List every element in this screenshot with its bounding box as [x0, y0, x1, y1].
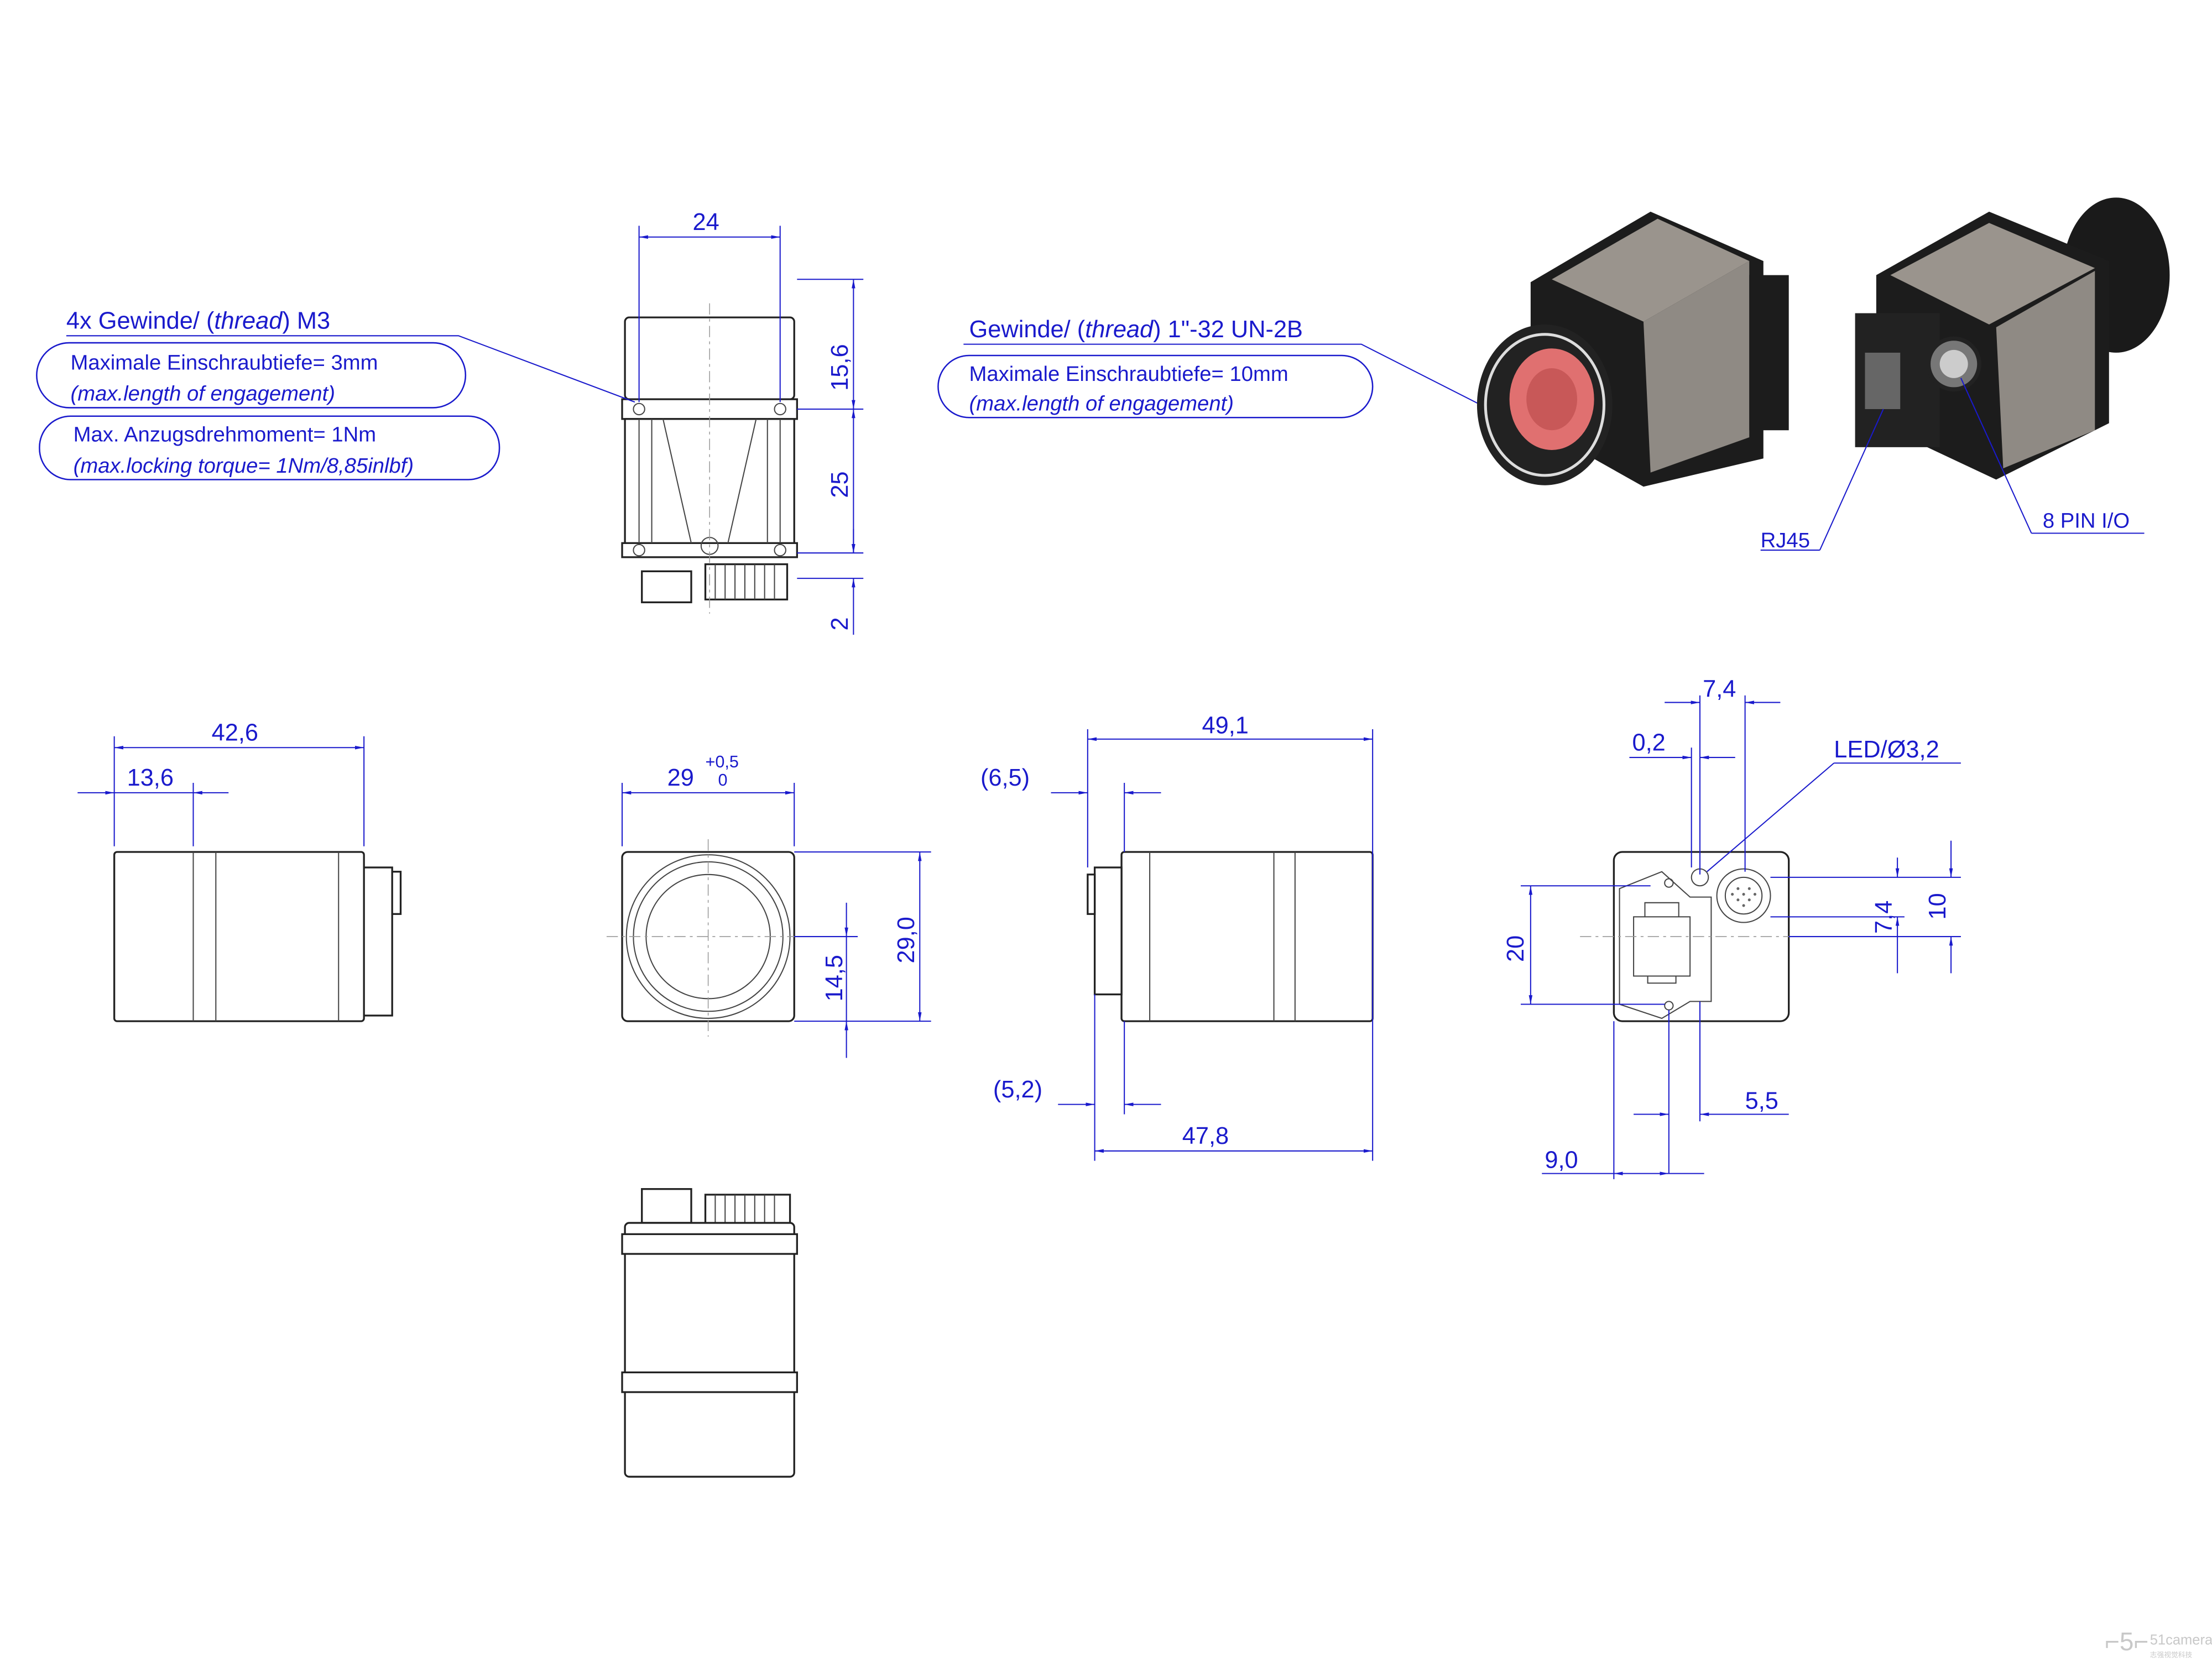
- pin-io-label: 8 PIN I/O: [2043, 509, 2130, 532]
- dim-top-h1: 15,6: [827, 344, 853, 390]
- led-label: LED/Ø3,2: [1834, 736, 1939, 763]
- left-side-view: 42,6 13,6: [77, 719, 402, 1022]
- m3-thread-note: 4x Gewinde/ (thread) M3 Maximale Einschr…: [36, 308, 635, 480]
- dim-side2-conn2: (5,2): [993, 1076, 1042, 1103]
- dim-front-tol-upper: +0,5: [706, 752, 739, 771]
- bottom-view: [621, 1188, 798, 1478]
- dim-top-h3: 2: [827, 617, 853, 630]
- svg-text:Gewinde/ (thread) 1"-32 UN-2B: Gewinde/ (thread) 1"-32 UN-2B: [969, 316, 1303, 343]
- dim-front-tol-lower: 0: [718, 771, 727, 789]
- m3-torque-line2: (max.locking torque= 1Nm/8,85inlbf): [74, 454, 414, 478]
- svg-text:⌐5⌐: ⌐5⌐: [2105, 1627, 2148, 1656]
- front-view: 29 +0,5 0 29,0 14,5: [606, 752, 931, 1058]
- dim-side-length: 42,6: [212, 719, 258, 746]
- dim-back-55: 5,5: [1745, 1087, 1778, 1114]
- m3-depth-line1: Maximale Einschraubtiefe= 3mm: [71, 351, 378, 375]
- lens-thread-italic: thread: [1085, 316, 1154, 343]
- back-view: 7,4 0,2 LED/Ø3,2 20 7,4 10 5,5 9,0: [1503, 676, 1961, 1179]
- dim-top-h2: 25: [827, 471, 853, 498]
- dim-back-90: 9,0: [1545, 1147, 1578, 1173]
- lens-thread-note: Gewinde/ (thread) 1"-32 UN-2B Maximale E…: [937, 316, 1545, 438]
- lens-thread-suffix: ) 1"-32 UN-2B: [1153, 316, 1303, 343]
- watermark-logo: ⌐5⌐ 51camera 志强视觉科技: [2105, 1627, 2212, 1659]
- svg-text:志强视觉科技: 志强视觉科技: [2150, 1651, 2193, 1659]
- m3-thread-prefix: 4x Gewinde/ (: [66, 308, 215, 334]
- m3-torque-line1: Max. Anzugsdrehmoment= 1Nm: [74, 423, 376, 447]
- dim-side2-body: 47,8: [1182, 1123, 1229, 1149]
- m3-thread-suffix: ) M3: [282, 308, 330, 334]
- dim-side2-total: 49,1: [1202, 713, 1248, 739]
- lens-depth-line2: (max.length of engagement): [969, 392, 1234, 416]
- dim-top-width: 24: [693, 209, 719, 236]
- dim-back-02: 0,2: [1632, 729, 1666, 756]
- top-view: [621, 303, 798, 614]
- dim-side2-conn: (6,5): [980, 765, 1030, 791]
- m3-thread-italic: thread: [214, 308, 283, 334]
- dim-back-20: 20: [1503, 935, 1529, 962]
- dim-back-74-right: 7,4: [1871, 901, 1897, 934]
- lens-thread-prefix: Gewinde/ (: [969, 316, 1086, 343]
- right-side-view: 49,1 (6,5) (5,2) 47,8: [980, 713, 1374, 1161]
- m3-depth-line2: (max.length of engagement): [71, 382, 335, 406]
- svg-text:4x Gewinde/ (thread) M3: 4x Gewinde/ (thread) M3: [66, 308, 330, 334]
- dim-back-74-top: 7,4: [1703, 676, 1736, 702]
- dim-back-10: 10: [1924, 893, 1951, 919]
- camera-3d-front-render: [1477, 211, 1789, 487]
- dim-front-width: 29: [667, 765, 694, 791]
- svg-text:51camera: 51camera: [2150, 1633, 2212, 1648]
- top-view-dimensions: 24 15,6 25 2: [638, 209, 864, 635]
- camera-3d-back-render: RJ45 8 PIN I/O: [1761, 197, 2170, 552]
- rj45-label: RJ45: [1761, 529, 1810, 552]
- dim-front-center: 14,5: [821, 955, 848, 1001]
- dim-side-offset: 13,6: [127, 765, 174, 791]
- dim-front-height: 29,0: [893, 917, 920, 963]
- lens-depth-line1: Maximale Einschraubtiefe= 10mm: [969, 362, 1288, 386]
